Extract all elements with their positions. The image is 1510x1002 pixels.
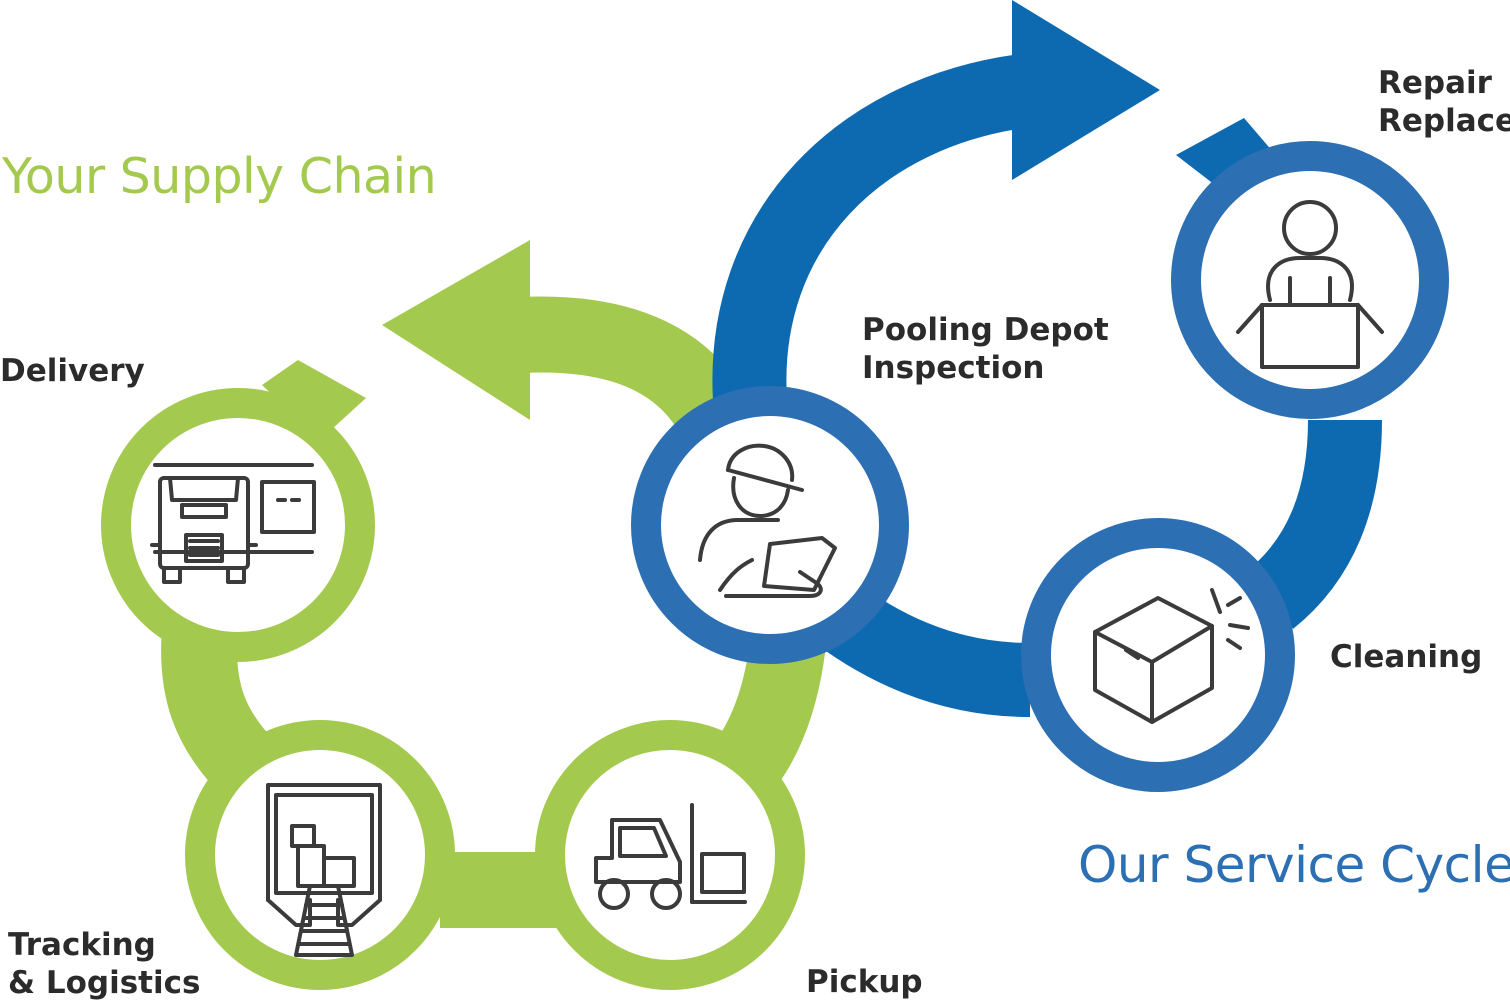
service-cycle-arc-upper xyxy=(712,53,1035,403)
supply-chain-arc-upper xyxy=(518,296,743,431)
tracking-ring xyxy=(185,720,455,990)
forklift-icon xyxy=(594,803,747,910)
service-cycle-title: Our Service Cycle xyxy=(1078,836,1510,894)
cleaning-ring xyxy=(1021,518,1295,792)
loading-dock-icon xyxy=(266,783,382,957)
service-cycle-arc-right xyxy=(1246,419,1382,629)
tracking-label-line-2: & Logistics xyxy=(8,965,201,1001)
delivery-arrowhead xyxy=(262,360,366,440)
tracking-label: Tracking & Logistics xyxy=(8,926,200,1002)
delivery-ring xyxy=(101,388,375,662)
service-cycle-main-arrowhead xyxy=(1012,0,1160,180)
truck-dock-icon xyxy=(150,463,316,584)
supply-chain-title: Your Supply Chain xyxy=(2,148,437,205)
delivery-label-line: Delivery xyxy=(0,353,145,389)
delivery-label: Delivery xyxy=(0,352,145,390)
inspector-tablet-icon xyxy=(698,443,837,598)
pickup-ring xyxy=(535,720,805,990)
tracking-label-line-1: Tracking xyxy=(8,927,156,963)
clean-box-icon xyxy=(1093,588,1250,724)
repair-ring xyxy=(1171,141,1449,419)
inspection-label-line-1: Pooling Depot xyxy=(862,312,1109,348)
pickup-label-line: Pickup xyxy=(806,964,923,1000)
pickup-label: Pickup xyxy=(806,963,923,1001)
inspection-label-line-2: Inspection xyxy=(862,350,1045,386)
repair-label-line-1: Repair xyxy=(1378,65,1492,101)
service-cycle-loop xyxy=(631,0,1449,792)
inspection-label: Pooling Depot Inspection xyxy=(862,311,1109,387)
inspection-ring xyxy=(631,386,909,664)
cleaning-label: Cleaning xyxy=(1330,638,1482,676)
repair-label-line-2: Replace xyxy=(1378,103,1510,139)
repair-label: Repair Replace xyxy=(1378,64,1510,140)
supply-chain-main-arrowhead xyxy=(382,240,530,420)
cleaning-label-line: Cleaning xyxy=(1330,639,1483,675)
worker-box-icon xyxy=(1236,200,1384,369)
